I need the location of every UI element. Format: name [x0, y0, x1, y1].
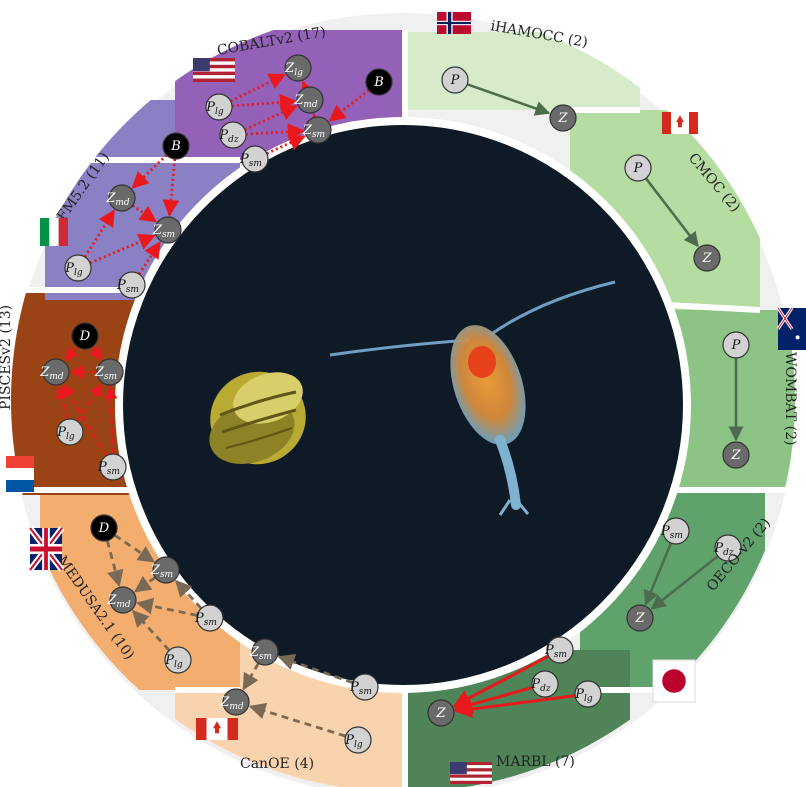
node-subscript: dz: [228, 135, 239, 145]
node-subscript: lg: [174, 660, 183, 670]
node-subscript: dz: [540, 684, 551, 694]
node-subscript: sm: [126, 285, 139, 295]
node-subscript: lg: [354, 740, 363, 750]
node-subscript: sm: [160, 570, 173, 580]
center-background: [121, 123, 685, 687]
france-flag: [6, 456, 34, 492]
node-label-B: B: [170, 139, 181, 154]
norway-flag: [437, 12, 471, 34]
node-subscript: sm: [259, 652, 272, 662]
model-label-wombat: WOMBAT (2): [782, 352, 798, 445]
node-subscript: lg: [66, 432, 75, 442]
node-label-Z: Z: [730, 448, 741, 463]
model-label-canoe: CanOE (4): [240, 756, 314, 772]
usa-flag: [450, 762, 492, 784]
node-subscript: lg: [215, 107, 224, 117]
japan-flag: [653, 660, 695, 702]
node-subscript: sm: [249, 159, 262, 169]
node-subscript: sm: [162, 230, 175, 240]
node-subscript: md: [115, 198, 130, 208]
node-subscript: md: [229, 702, 244, 712]
node-subscript: md: [49, 372, 64, 382]
node-subscript: sm: [312, 130, 325, 140]
node-label-B: B: [373, 75, 384, 90]
uk-flag: [30, 528, 62, 570]
node-label-P: P: [633, 161, 643, 176]
node-subscript: lg: [74, 268, 83, 278]
node-label-Z: Z: [557, 111, 568, 126]
node-label-Z: Z: [435, 706, 446, 721]
italy-flag: [40, 218, 68, 246]
node-subscript: md: [116, 600, 131, 610]
node-label-P: P: [731, 338, 741, 353]
australia-flag: [778, 308, 806, 350]
model-label-marbl: MARBL (7): [496, 754, 575, 770]
node-label-D: D: [79, 329, 91, 344]
node-subscript: sm: [104, 372, 117, 382]
node-subscript: sm: [670, 531, 683, 541]
node-subscript: sm: [107, 467, 120, 477]
model-label-pisces: PISCESv2 (13): [0, 305, 14, 410]
canada-flag: [196, 718, 238, 740]
node-subscript: md: [303, 100, 318, 110]
node-label-Z: Z: [634, 611, 645, 626]
node-label-Z: Z: [701, 251, 712, 266]
canada-flag: [662, 112, 698, 134]
node-label-D: D: [98, 521, 110, 536]
node-subscript: sm: [554, 650, 567, 660]
node-subscript: lg: [294, 68, 303, 78]
node-subscript: lg: [584, 694, 593, 704]
sector-ihamocc: [405, 32, 640, 110]
node-label-P: P: [450, 73, 460, 88]
node-subscript: sm: [359, 687, 372, 697]
node-subscript: sm: [204, 618, 217, 628]
usa-flag: [193, 58, 235, 82]
